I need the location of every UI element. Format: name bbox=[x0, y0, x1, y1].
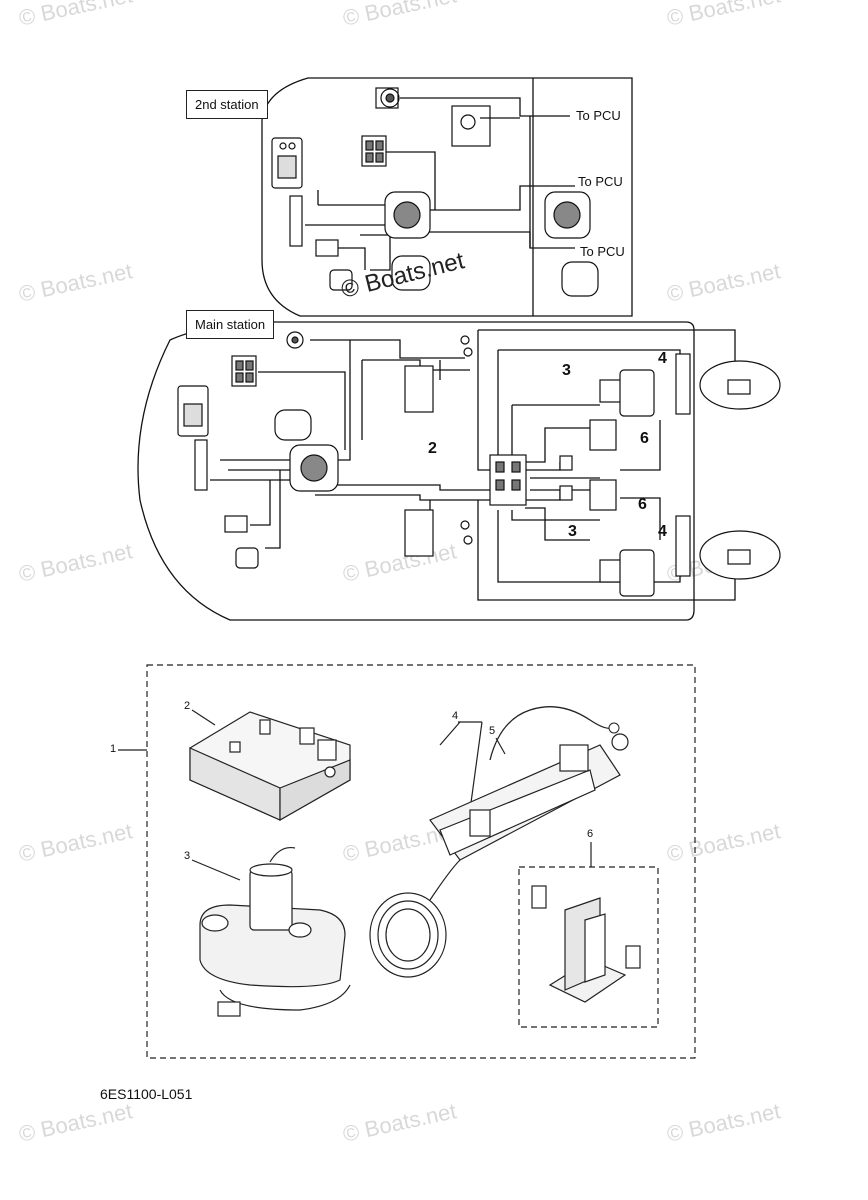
to-pcu-label: To PCU bbox=[580, 244, 625, 259]
callout-6: 6 bbox=[638, 496, 647, 513]
callout-4: 4 bbox=[658, 350, 667, 367]
callout-part-4: 4 bbox=[452, 710, 459, 722]
callout-3: 3 bbox=[562, 362, 571, 379]
callout-6: 6 bbox=[640, 430, 649, 447]
callout-kit-1: 1 bbox=[110, 743, 117, 755]
kit-dashed-box bbox=[146, 664, 696, 1059]
to-pcu-label: To PCU bbox=[578, 174, 623, 189]
main-station-label: Main station bbox=[186, 310, 275, 339]
callout-part-5: 5 bbox=[489, 725, 496, 737]
second-station-outline bbox=[261, 77, 633, 317]
callout-3: 3 bbox=[568, 523, 577, 540]
callout-part-3: 3 bbox=[184, 850, 191, 862]
callout-part-6: 6 bbox=[587, 828, 594, 840]
callout-2: 2 bbox=[428, 440, 437, 457]
second-station-label: 2nd station bbox=[186, 90, 268, 119]
diagram-code: 6ES1100-L051 bbox=[100, 1086, 193, 1102]
to-pcu-label: To PCU bbox=[576, 108, 621, 123]
callout-part-2: 2 bbox=[184, 700, 191, 712]
callout-4: 4 bbox=[658, 523, 667, 540]
